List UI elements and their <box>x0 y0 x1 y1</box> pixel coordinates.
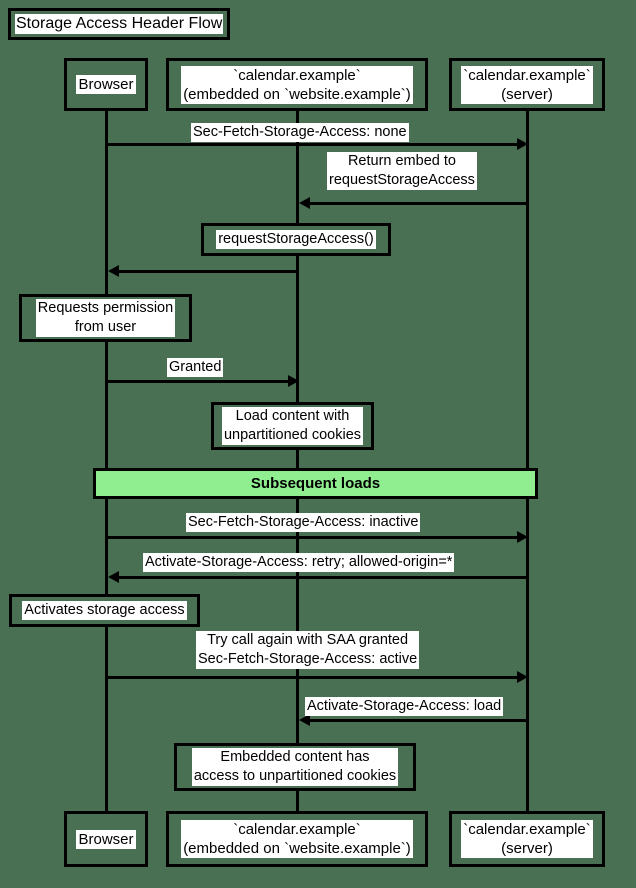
message-label-m1: Sec-Fetch-Storage-Access: none <box>191 123 409 142</box>
participant-embed-bottom-label: `calendar.example` (embedded on `website… <box>181 820 413 858</box>
divider-subsequent-loads: Subsequent loads <box>93 468 538 499</box>
message-arrowhead-m7 <box>517 671 528 683</box>
participant-browser-bottom[interactable]: Browser <box>64 811 148 867</box>
diagram-title: Storage Access Header Flow <box>8 8 231 40</box>
message-label-m5: Sec-Fetch-Storage-Access: inactive <box>186 513 421 532</box>
note-activates-storage-access: Activates storage access <box>9 594 200 627</box>
note-request-storage-access-text: requestStorageAccess() <box>216 230 376 249</box>
message-arrowhead-m6 <box>108 571 119 583</box>
participant-embed-top-label: `calendar.example` (embedded on `website… <box>181 65 413 104</box>
participant-server-top-label: `calendar.example` (server) <box>461 65 593 104</box>
message-label-m6: Activate-Storage-Access: retry; allowed-… <box>143 553 455 572</box>
lifeline-embed <box>296 111 299 811</box>
lifeline-browser <box>105 111 108 811</box>
message-line-m1 <box>106 143 523 146</box>
message-arrowhead-m2 <box>299 197 310 209</box>
message-arrowhead-m4 <box>288 375 299 387</box>
message-line-m4 <box>106 380 294 383</box>
participant-server-top[interactable]: `calendar.example` (server) <box>449 58 605 111</box>
participant-server-bottom-label: `calendar.example` (server) <box>461 820 593 858</box>
message-label-m4: Granted <box>167 358 224 377</box>
note-embedded-content-access-text: Embedded content has access to unpartiti… <box>191 748 399 786</box>
message-line-m6 <box>117 576 527 579</box>
message-line-m8 <box>308 719 527 722</box>
message-label-m8: Activate-Storage-Access: load <box>305 697 504 716</box>
diagram-title-text: Storage Access Header Flow <box>15 14 224 34</box>
message-arrowhead-m1 <box>517 138 528 150</box>
message-line-m2 <box>308 202 527 205</box>
participant-browser-bottom-label: Browser <box>76 829 136 849</box>
lifeline-server <box>526 111 529 811</box>
message-arrowhead-m3 <box>108 265 119 277</box>
participant-browser-top[interactable]: Browser <box>64 58 148 111</box>
participant-browser-top-label: Browser <box>76 75 136 94</box>
note-load-content-text: Load content with unpartitioned cookies <box>221 407 364 445</box>
note-activates-storage-access-text: Activates storage access <box>22 601 187 620</box>
note-load-content: Load content with unpartitioned cookies <box>211 402 374 450</box>
participant-server-bottom[interactable]: `calendar.example` (server) <box>449 811 605 867</box>
message-line-m7 <box>106 676 523 679</box>
participant-embed-bottom[interactable]: `calendar.example` (embedded on `website… <box>166 811 428 867</box>
note-request-storage-access: requestStorageAccess() <box>201 223 391 256</box>
message-arrowhead-m8 <box>299 714 310 726</box>
note-requests-permission-text: Requests permission from user <box>35 299 176 337</box>
message-arrowhead-m5 <box>517 531 528 543</box>
participant-embed-top[interactable]: `calendar.example` (embedded on `website… <box>166 58 428 111</box>
note-embedded-content-access: Embedded content has access to unpartiti… <box>174 743 416 791</box>
note-requests-permission: Requests permission from user <box>19 294 192 342</box>
message-label-m2: Return embed to requestStorageAccess <box>327 152 477 190</box>
message-line-m5 <box>106 536 523 539</box>
message-label-m7: Try call again with SAA granted Sec-Fetc… <box>196 631 420 669</box>
message-line-m3 <box>117 270 297 273</box>
divider-subsequent-loads-text: Subsequent loads <box>250 475 381 492</box>
